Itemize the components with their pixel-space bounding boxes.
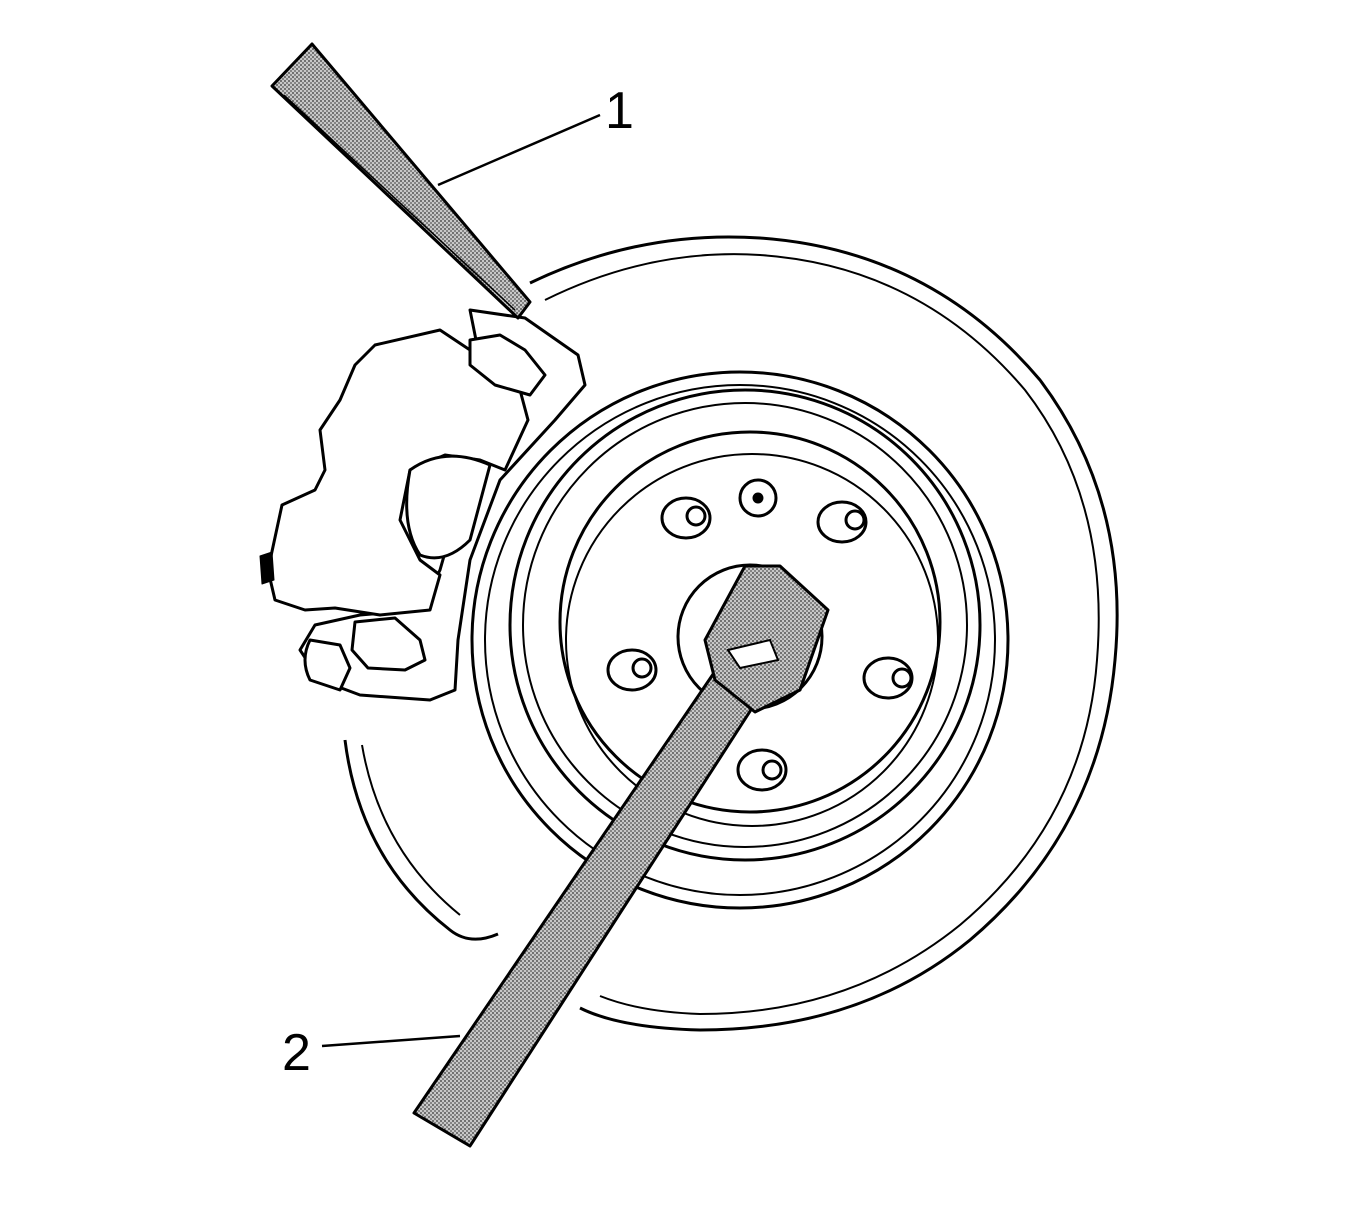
wheel-stud bbox=[736, 748, 788, 792]
wrench-head bbox=[703, 564, 830, 714]
hub-flange bbox=[565, 453, 939, 827]
caliper-bleed-tab bbox=[259, 551, 275, 585]
caliper-body bbox=[266, 328, 530, 617]
caliper-window bbox=[405, 454, 492, 560]
rotor-outer-edge-inner bbox=[544, 253, 1100, 1016]
rotor-hat-ring-1 bbox=[508, 388, 982, 862]
pry-bar-shaft bbox=[270, 42, 532, 320]
hub-wrench-tool bbox=[412, 564, 830, 1148]
callout-leaders bbox=[321, 113, 601, 1048]
rotor-hat-ring-2 bbox=[522, 402, 968, 848]
wheel-stud bbox=[862, 656, 914, 700]
rotor-lower-edge-inner bbox=[361, 744, 461, 916]
pry-bar-tool bbox=[270, 42, 532, 320]
rotor-hat-ring-3 bbox=[558, 430, 942, 814]
wheel-stud bbox=[816, 500, 868, 544]
callout-label-1: 1 bbox=[605, 82, 634, 140]
caliper-lower-pad bbox=[350, 616, 427, 672]
rotor-outer-edge bbox=[529, 235, 1119, 1032]
rotor-lower-edge bbox=[343, 739, 499, 941]
brake-rotor bbox=[343, 235, 1119, 1032]
wheel-stud bbox=[738, 478, 778, 518]
wheel-stud bbox=[660, 496, 712, 540]
leader-line-1 bbox=[437, 113, 601, 187]
caliper-upper-pad bbox=[468, 333, 547, 397]
callout-label-2: 2 bbox=[282, 1024, 311, 1082]
wrench-head-notch bbox=[726, 638, 780, 670]
brake-caliper bbox=[259, 308, 587, 702]
leader-line-2 bbox=[321, 1034, 461, 1048]
caliper-guide-pin bbox=[303, 638, 352, 692]
wheel-stud bbox=[606, 648, 658, 692]
wheel-studs bbox=[606, 478, 914, 792]
rotor-face-ring-1 bbox=[470, 370, 1010, 910]
rotor-face-ring-2 bbox=[484, 384, 996, 896]
